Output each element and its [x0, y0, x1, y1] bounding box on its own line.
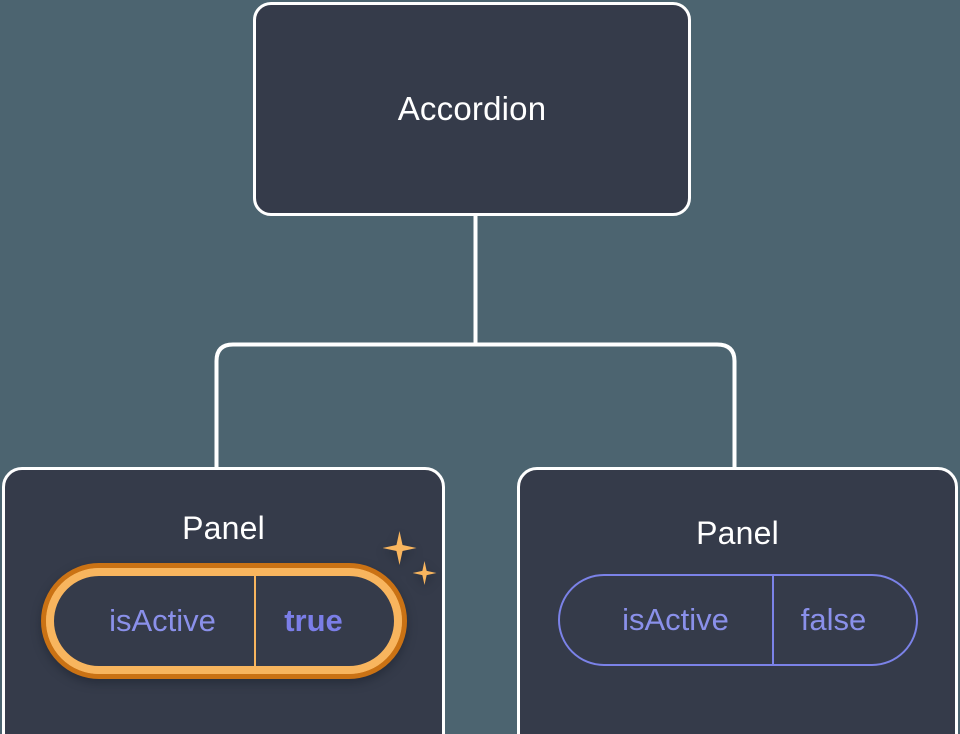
prop-value-label: true [253, 576, 394, 666]
prop-pill-is-active-false[interactable]: isActive false [557, 574, 918, 666]
sparkle-small-icon [412, 561, 437, 585]
node-panel-inactive-label: Panel [696, 515, 779, 551]
sparkle-large-icon [382, 531, 417, 565]
node-panel-active-label: Panel [182, 510, 265, 546]
node-accordion[interactable]: Accordion [253, 2, 691, 216]
node-panel-inactive[interactable]: Panel isActive false [517, 467, 958, 734]
node-panel-active[interactable]: Panel isActive true [2, 467, 445, 734]
prop-pill-inner: isActive true [45, 568, 402, 674]
prop-value-label: false [771, 576, 916, 664]
prop-key-label: isActive [622, 602, 729, 637]
edge-branch-bus [214, 342, 737, 468]
prop-pill-highlight-wrapper: isActive true [40, 531, 437, 679]
prop-pill-is-active-true[interactable]: isActive true [40, 563, 407, 679]
node-accordion-label: Accordion [397, 90, 547, 127]
prop-key-label: isActive [109, 603, 216, 638]
